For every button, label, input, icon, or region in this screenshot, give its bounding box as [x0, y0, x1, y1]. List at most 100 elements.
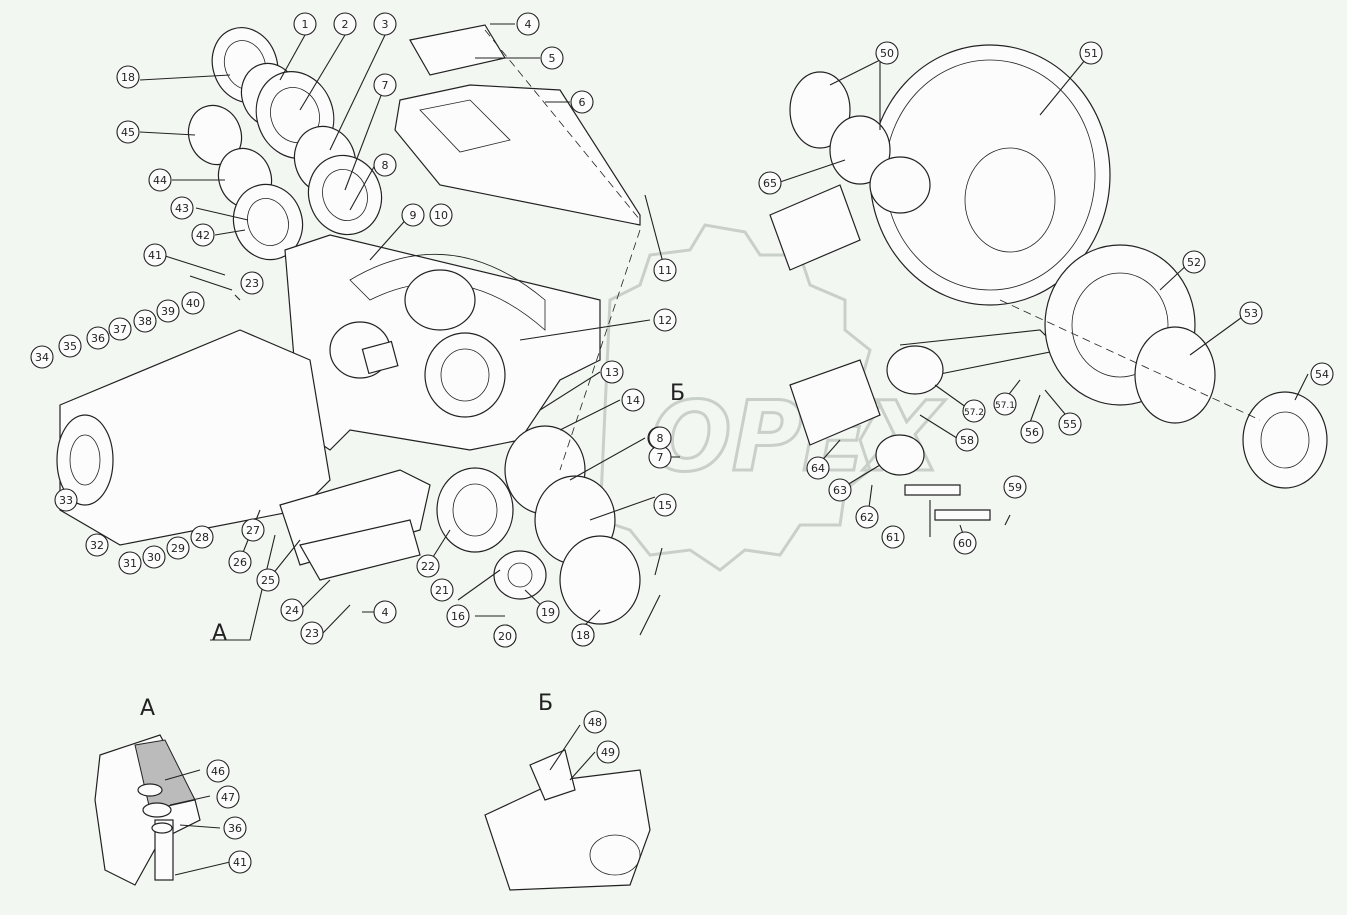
- callout-number: 1: [302, 18, 309, 31]
- callout-circle: [993, 392, 1017, 416]
- parts-drawing: [56, 24, 1328, 891]
- callout-number: 41: [148, 249, 162, 262]
- callout-circle: [373, 600, 397, 624]
- callout-2: 2: [333, 12, 357, 36]
- callout-circle: [583, 710, 607, 734]
- callout-circle: [240, 271, 264, 295]
- callout-61: 61: [881, 525, 905, 549]
- callout-24: 24: [280, 598, 304, 622]
- callout-62: 62: [855, 505, 879, 529]
- callout-number: 2: [342, 18, 349, 31]
- callout-43: 43: [170, 196, 194, 220]
- callout-number: 37: [113, 323, 127, 336]
- callout-number: 15: [658, 499, 672, 512]
- callout-38: 38: [133, 309, 157, 333]
- watermark: OPEX: [598, 223, 947, 572]
- callout-number: 57.2: [964, 408, 984, 418]
- callout-circle: [118, 551, 142, 575]
- callout-circle: [1003, 475, 1027, 499]
- callout-number: 47: [221, 791, 235, 804]
- callout-number: 22: [421, 560, 435, 573]
- callout-15-repeat: 15: [653, 493, 677, 517]
- callout-circle: [962, 399, 986, 423]
- callout-65: 65: [758, 171, 782, 195]
- callout-29: 29: [166, 536, 190, 560]
- callout-number: 64: [811, 462, 825, 475]
- callout-number: 61: [886, 531, 900, 544]
- callout-46: 46: [206, 759, 230, 783]
- callout-number: 59: [1008, 481, 1022, 494]
- callout-20: 20: [493, 624, 517, 648]
- callout-circle: [653, 308, 677, 332]
- callout-number: 48: [588, 716, 602, 729]
- callout-number: 49: [601, 746, 615, 759]
- callout-57-2: 57.2: [962, 399, 986, 423]
- callout-circle: [653, 258, 677, 282]
- callout-circle: [190, 525, 214, 549]
- callout-number: 43: [175, 202, 189, 215]
- callout-circle: [430, 578, 454, 602]
- callout-27: 27: [241, 518, 265, 542]
- view-labels: А Б А Б: [140, 381, 685, 721]
- callout-3: 3: [373, 12, 397, 36]
- callout-circle: [955, 428, 979, 452]
- callout-number: 25: [261, 574, 275, 587]
- callout-circle: [429, 203, 453, 227]
- callout-number: 24: [285, 604, 299, 617]
- callout-number: 20: [498, 630, 512, 643]
- callout-number: 18: [576, 629, 590, 642]
- callout-1: 1: [293, 12, 317, 36]
- callout-60: 60: [953, 531, 977, 555]
- callout-9: 9: [401, 203, 425, 227]
- callout-number: 23: [305, 627, 319, 640]
- callout-54: 54: [1310, 362, 1334, 386]
- callout-number: 12: [658, 314, 672, 327]
- callout-number: 58: [960, 434, 974, 447]
- callout-64: 64: [806, 456, 830, 480]
- callout-circle: [333, 12, 357, 36]
- callout-42: 42: [191, 223, 215, 247]
- callout-19: 19: [536, 600, 560, 624]
- callout-circle: [143, 243, 167, 267]
- callout-6: 6: [570, 90, 594, 114]
- callout-circle: [133, 309, 157, 333]
- callout-circle: [181, 291, 205, 315]
- callout-circle: [373, 12, 397, 36]
- callout-8-repeat: 8: [648, 426, 672, 450]
- callout-number: 54: [1315, 368, 1329, 381]
- callout-number: 31: [123, 557, 137, 570]
- callout-number: 6: [579, 96, 586, 109]
- callout-23-repeat: 23: [300, 621, 324, 645]
- callout-55: 55: [1058, 412, 1082, 436]
- callout-4-repeat: 4: [373, 600, 397, 624]
- callout-number: 28: [195, 531, 209, 544]
- callout-47: 47: [216, 785, 240, 809]
- callout-circle: [516, 12, 540, 36]
- callout-circle: [653, 493, 677, 517]
- callout-number: 4: [382, 606, 389, 619]
- callout-number: 65: [763, 177, 777, 190]
- callout-circle: [241, 518, 265, 542]
- callout-30: 30: [142, 545, 166, 569]
- callout-12: 12: [653, 308, 677, 332]
- callout-number: 9: [410, 209, 417, 222]
- callout-number: 10: [434, 209, 448, 222]
- callout-56: 56: [1020, 420, 1044, 444]
- callout-32: 32: [85, 533, 109, 557]
- callout-circle: [156, 299, 180, 323]
- callout-16-repeat: 16: [446, 604, 470, 628]
- callout-number: 52: [1187, 256, 1201, 269]
- callout-41-repeat: 41: [228, 850, 252, 874]
- callout-number: 36: [91, 332, 105, 345]
- callout-39: 39: [156, 299, 180, 323]
- callout-circle: [280, 598, 304, 622]
- callout-5: 5: [540, 46, 564, 70]
- callout-number: 13: [605, 366, 619, 379]
- callout-number: 57.1: [995, 401, 1015, 411]
- callouts: 1234567891011121314151617181920212223242…: [30, 12, 1334, 874]
- callout-circle: [881, 525, 905, 549]
- callout-18-repeat: 18: [571, 623, 595, 647]
- callout-number: 60: [958, 537, 972, 550]
- callout-circle: [206, 759, 230, 783]
